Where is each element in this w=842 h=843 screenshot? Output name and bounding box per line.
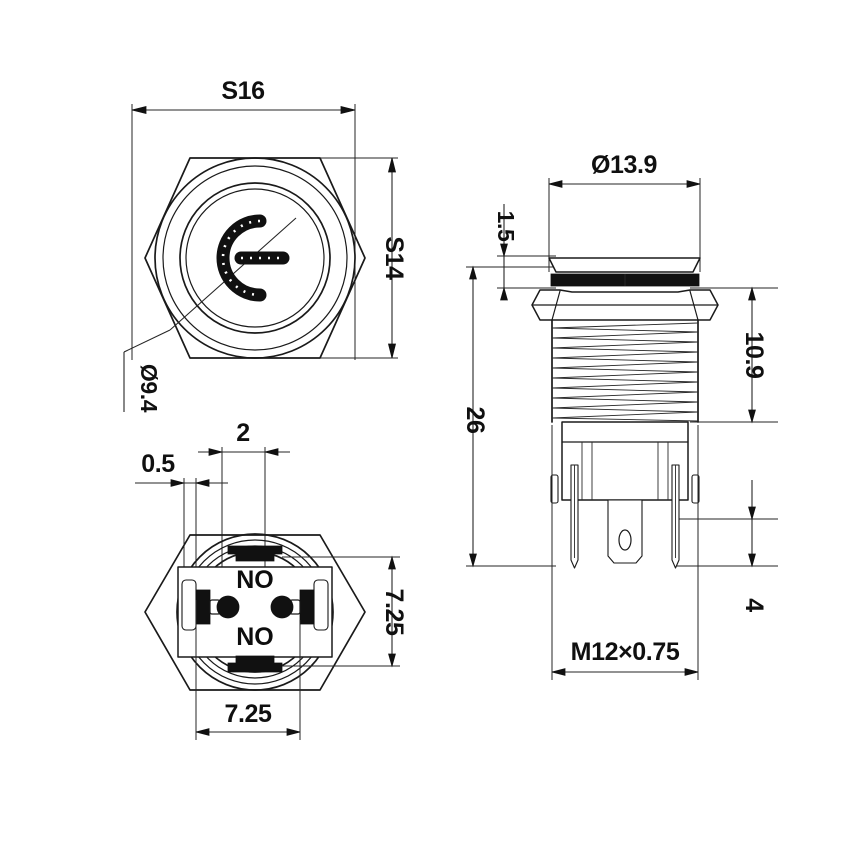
thread-line-4b (551, 357, 699, 363)
front-button-inner-circle (185, 188, 325, 328)
bottom-terminal-tab (227, 655, 283, 673)
center-ground-tab (607, 499, 643, 564)
dim-label-s14: S14 (380, 236, 408, 280)
arrow-109-bottom (748, 409, 756, 424)
top-terminal-tab (227, 545, 283, 562)
arrow-4-bottom (748, 553, 756, 568)
thread-line-5 (551, 361, 699, 369)
power-symbol-arc-texture (221, 219, 261, 297)
thread-line-9 (551, 401, 699, 409)
dim-label-4: 4 (740, 598, 768, 612)
thread-line-4 (551, 351, 699, 359)
front-outer-bezel-circle (154, 157, 356, 359)
thread-line-7 (551, 381, 699, 389)
dim-label-15: 1.5 (493, 211, 519, 242)
button-cap (548, 257, 701, 273)
arrow-05-left (170, 479, 185, 487)
rear-body-housing (561, 421, 689, 501)
right-contact-dot (270, 595, 294, 619)
power-symbol-icon (216, 214, 290, 302)
dim-label-2: 2 (236, 419, 250, 447)
arrow-m12-left (551, 668, 566, 676)
thread-line-1 (551, 322, 699, 329)
arrow-725v-bottom (388, 653, 396, 668)
terminal-label-no-bottom: NO (236, 623, 274, 651)
front-hex-nut (144, 157, 366, 359)
thread-line-2b (551, 337, 699, 343)
thread-line-10b (551, 417, 699, 422)
front-d94-leader-kink (123, 329, 171, 353)
arrow-725h-right (286, 728, 301, 736)
rear-left-notch (550, 474, 559, 504)
arrow-15-bottom (500, 286, 508, 301)
thread-line-7b (551, 387, 699, 393)
arrow-26-bottom (469, 553, 477, 568)
arrow-109-top (748, 286, 756, 301)
arrow-d139-right (686, 180, 701, 188)
threaded-barrel (551, 319, 699, 423)
arrow-725h-left (195, 728, 210, 736)
terminal-label-no-top: NO (236, 566, 274, 594)
arrow-2-right (264, 448, 279, 456)
front-view: S16 S14 Ø9.4 (123, 77, 408, 413)
thread-line-9b (551, 407, 699, 413)
bottom-hex-nut (144, 534, 366, 691)
right-lug-outer (313, 579, 329, 631)
bottom-terminal-view: 2 0.5 NO NO (135, 419, 408, 740)
dim-label-s16: S16 (221, 77, 264, 105)
front-bezel-inner-circle (162, 165, 348, 351)
thread-line-8 (551, 391, 699, 399)
arrow-4-top (748, 506, 756, 521)
dim-label-05: 0.5 (141, 450, 175, 478)
arrow-725v-top (388, 555, 396, 570)
left-lug-outer (181, 579, 197, 631)
arrow-m12-right (684, 668, 699, 676)
arrow-d139-left (548, 180, 563, 188)
bottom-outer-circle (176, 533, 334, 691)
thread-line-10 (551, 411, 699, 419)
side-elevation-view: Ø13.9 1.5 26 10.9 4 (461, 151, 778, 680)
thread-line-6b (551, 377, 699, 383)
thread-line-3 (551, 341, 699, 349)
rear-right-notch (691, 474, 700, 504)
dim-label-d94: Ø9.4 (136, 364, 162, 413)
dim-label-725-vertical: 7.25 (380, 588, 408, 636)
dim-label-d139: Ø13.9 (591, 151, 657, 179)
dim-label-109: 10.9 (740, 331, 768, 378)
thread-line-2 (551, 331, 699, 339)
arrow-left-s16 (131, 105, 147, 115)
ground-tab-hole (618, 529, 632, 551)
front-button-face-circle (179, 182, 331, 334)
dim-label-26: 26 (461, 406, 489, 433)
dim-label-725-horizontal: 7.25 (224, 700, 272, 728)
right-terminal-pin (299, 589, 315, 625)
thread-line-3b (551, 347, 699, 353)
left-terminal-pin (195, 589, 211, 625)
left-contact-dot (216, 595, 240, 619)
arrow-top-s14 (387, 157, 397, 173)
arrow-bottom-s14 (387, 343, 397, 359)
dim-label-m12-thread: M12×0.75 (571, 638, 680, 666)
thread-line-1b (551, 327, 699, 333)
arrow-15-top (500, 243, 508, 258)
thread-line-5b (551, 367, 699, 373)
arrow-26-top (469, 265, 477, 280)
arrow-2-left (208, 448, 223, 456)
arrow-05-right (195, 479, 210, 487)
thread-line-6 (551, 371, 699, 379)
arrow-right-s16 (340, 105, 356, 115)
thread-line-8b (551, 397, 699, 403)
